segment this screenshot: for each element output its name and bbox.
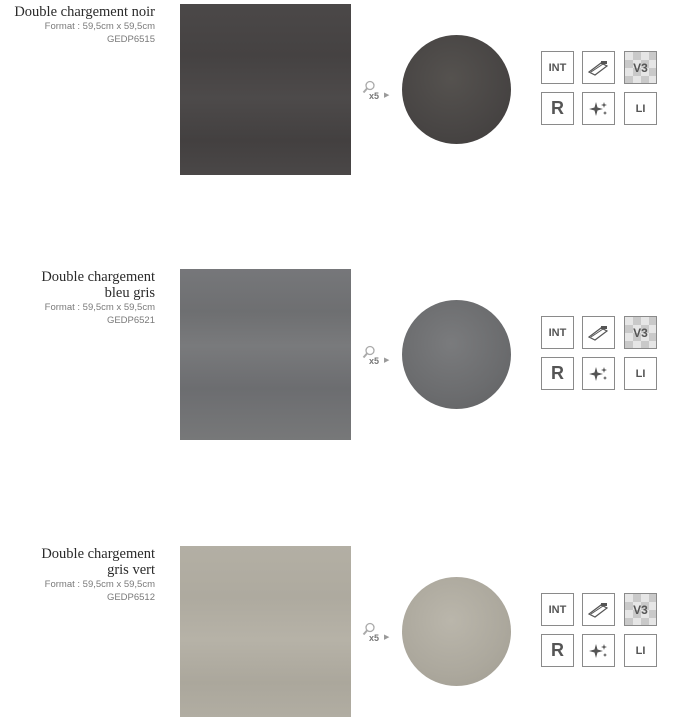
- product-format: Format : 59,5cm x 59,5cm: [44, 21, 155, 32]
- zoom-circle-image: [402, 300, 511, 409]
- product-code: GEDP6512: [106, 592, 155, 603]
- r-badge: R: [541, 634, 574, 667]
- magnifier-icon: [362, 80, 375, 94]
- product-name-line: Double chargement: [41, 269, 155, 285]
- polishing-tool-icon: [582, 316, 615, 349]
- polishing-tool-icon: [582, 51, 615, 84]
- product-name-line: gris vert: [107, 562, 155, 578]
- li-badge: LI: [624, 634, 657, 667]
- tile-image[interactable]: [180, 546, 351, 717]
- zoom-level: x5: [369, 91, 380, 101]
- tile-image[interactable]: [180, 269, 351, 440]
- magnifier-icon: [362, 345, 375, 359]
- product-format: Format : 59,5cm x 59,5cm: [44, 302, 155, 313]
- sparkle-icon: [582, 92, 615, 125]
- int-badge: INT: [541, 593, 574, 626]
- magnifier-icon: [362, 622, 375, 636]
- product-block: Double chargement noir Format : 59,5cm x…: [0, 4, 679, 182]
- product-name: Double chargement noir: [0, 4, 155, 20]
- v3-badge: V3: [624, 593, 657, 626]
- arrow-right-icon: ▶: [384, 92, 390, 99]
- product-info: Double chargement gris vert Format : 59,…: [0, 546, 155, 604]
- zoom-indicator[interactable]: x5 ▶: [360, 345, 390, 369]
- product-format: Format : 59,5cm x 59,5cm: [44, 579, 155, 590]
- v3-badge: V3: [624, 51, 657, 84]
- zoom-level: x5: [369, 633, 380, 643]
- product-code: GEDP6515: [106, 34, 155, 45]
- r-badge: R: [541, 357, 574, 390]
- tile-image[interactable]: [180, 4, 351, 175]
- int-badge: INT: [541, 316, 574, 349]
- zoom-circle-image: [402, 35, 511, 144]
- li-badge: LI: [624, 357, 657, 390]
- zoom-indicator[interactable]: x5 ▶: [360, 80, 390, 104]
- int-badge: INT: [541, 51, 574, 84]
- product-name-line: Double chargement: [41, 546, 155, 562]
- sparkle-icon: [582, 634, 615, 667]
- product-name: Double chargement gris vert: [0, 546, 155, 578]
- zoom-circle-image: [402, 577, 511, 686]
- product-info: Double chargement noir Format : 59,5cm x…: [0, 4, 155, 46]
- product-block: Double chargement gris vert Format : 59,…: [0, 546, 679, 724]
- product-info: Double chargement bleu gris Format : 59,…: [0, 269, 155, 327]
- product-name: Double chargement bleu gris: [0, 269, 155, 301]
- li-badge: LI: [624, 92, 657, 125]
- product-name-line: Double chargement noir: [14, 4, 155, 20]
- zoom-indicator[interactable]: x5 ▶: [360, 622, 390, 646]
- sparkle-icon: [582, 357, 615, 390]
- polishing-tool-icon: [582, 593, 615, 626]
- v3-badge: V3: [624, 316, 657, 349]
- product-block: Double chargement bleu gris Format : 59,…: [0, 269, 679, 447]
- product-code: GEDP6521: [106, 315, 155, 326]
- zoom-level: x5: [369, 356, 380, 366]
- arrow-right-icon: ▶: [384, 634, 390, 641]
- r-badge: R: [541, 92, 574, 125]
- product-name-line: bleu gris: [104, 285, 155, 301]
- arrow-right-icon: ▶: [384, 357, 390, 364]
